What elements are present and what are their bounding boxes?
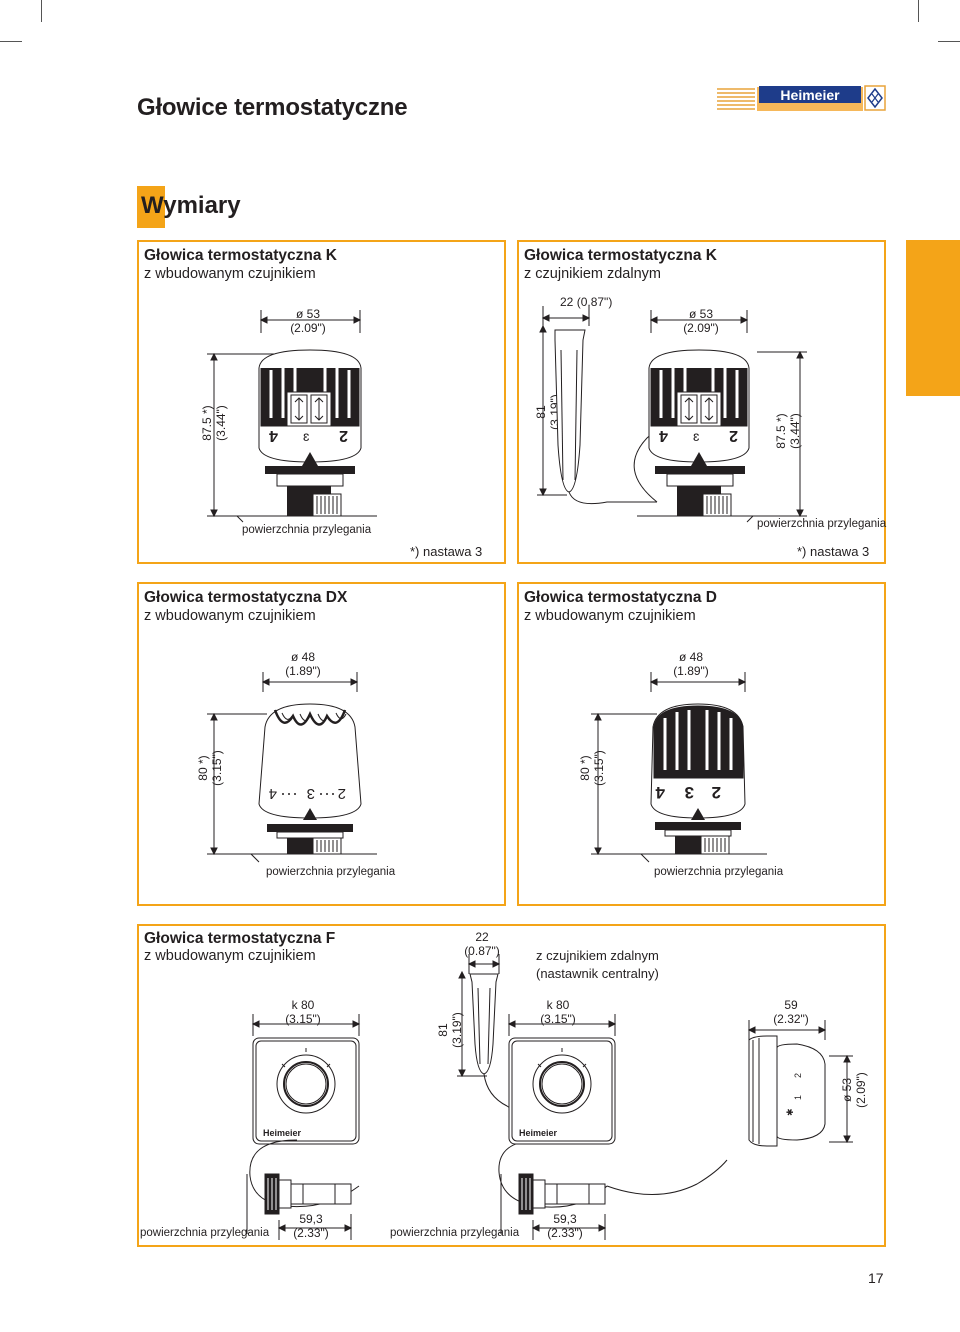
surface-label: powierzchnia przylegania bbox=[390, 1227, 520, 1239]
dim-plate-size-in: (3.15") bbox=[540, 1012, 576, 1026]
setting-note: *) nastawa 3 bbox=[797, 544, 870, 559]
panel-f-subheading: z wbudowanym czujnikiem bbox=[144, 948, 316, 964]
surface-label: powierzchnia przylegania bbox=[242, 524, 372, 536]
dim-sensor-width-in: (0.87") bbox=[464, 944, 500, 958]
dim-diameter-mm: ø 53 bbox=[295, 307, 320, 321]
dim-plate-size-mm: k 80 bbox=[291, 998, 315, 1012]
thermostat-k-remote-drawing: 4 2 ɛ bbox=[537, 306, 807, 523]
panel-dx-subheading: z wbudowanym czujnikiem bbox=[144, 608, 316, 624]
svg-text:Heimeier: Heimeier bbox=[780, 87, 840, 103]
dim-side-width-mm: 59 bbox=[784, 998, 798, 1012]
dim-side-width: 59 (2.32") bbox=[766, 998, 816, 1026]
panel-k-remote bbox=[517, 240, 886, 564]
dim-side-width-in: (2.32") bbox=[773, 1012, 809, 1026]
dim-sensor-width-mm: 22 bbox=[560, 295, 574, 309]
dim-plate-size-in: (3.15") bbox=[285, 1012, 321, 1026]
dim-diameter-in: (2.09") bbox=[290, 321, 326, 335]
panel-f-heading: Głowica termostatyczna F bbox=[144, 930, 336, 947]
heimeier-logo: Heimeier bbox=[715, 84, 886, 112]
svg-text:ɛ: ɛ bbox=[693, 428, 700, 444]
surface-label: powierzchnia przylegania bbox=[266, 866, 396, 878]
panel-d-heading: Głowica termostatyczna D bbox=[524, 589, 717, 606]
thermostat-f-drawing: Heimeier Heimeier ✱ 1 2 bbox=[246, 954, 853, 1240]
surface-label: powierzchnia przylegania bbox=[757, 518, 887, 530]
plate-logo-1: Heimeier bbox=[263, 1128, 302, 1138]
svg-text:1: 1 bbox=[793, 1095, 803, 1100]
svg-text:2: 2 bbox=[338, 785, 346, 802]
dim-plate-size: k 80 (3.15") bbox=[280, 998, 326, 1026]
panel-k-heading: Głowica termostatyczna K bbox=[144, 247, 337, 264]
svg-text:3: 3 bbox=[307, 785, 315, 802]
dim-mount-depth-mm: 59,3 bbox=[553, 1212, 577, 1226]
dim-diameter: ø 48 (1.89") bbox=[668, 650, 714, 678]
crop-mark bbox=[0, 41, 22, 42]
page-number: 17 bbox=[868, 1270, 884, 1286]
panel-f bbox=[137, 924, 886, 1247]
dim-diameter-mm: ø 53 bbox=[688, 307, 713, 321]
svg-text:ɛ: ɛ bbox=[303, 428, 310, 444]
surface-label: powierzchnia przylegania bbox=[654, 866, 784, 878]
side-tab bbox=[906, 240, 960, 396]
svg-text:✱: ✱ bbox=[785, 1108, 795, 1116]
crop-mark bbox=[938, 41, 960, 42]
dim-diameter-mm: ø 48 bbox=[290, 650, 315, 664]
dim-sensor-width: 22 (0.87") bbox=[560, 295, 612, 309]
plate-logo-2: Heimeier bbox=[519, 1128, 558, 1138]
remote-note-line2: (nastawnik centralny) bbox=[536, 966, 659, 981]
panel-dx-heading: Głowica termostatyczna DX bbox=[144, 589, 348, 606]
thermostat-dx-drawing: 4 3 2 bbox=[207, 672, 377, 863]
svg-text:3: 3 bbox=[685, 783, 694, 802]
dim-plate-size: k 80 (3.15") bbox=[535, 998, 581, 1026]
dim-mount-depth: 59,3 (2.33") bbox=[542, 1212, 588, 1240]
svg-text:2: 2 bbox=[712, 783, 721, 802]
dim-plate-size-mm: k 80 bbox=[546, 998, 570, 1012]
dim-mount-depth: 59,3 (2.33") bbox=[288, 1212, 334, 1240]
section-accent bbox=[137, 186, 165, 228]
dim-mount-depth-mm: 59,3 bbox=[299, 1212, 323, 1226]
panel-d-subheading: z wbudowanym czujnikiem bbox=[524, 608, 696, 624]
dim-diameter-in: (1.89") bbox=[285, 664, 321, 678]
svg-text:2: 2 bbox=[339, 427, 348, 444]
crop-mark bbox=[918, 0, 919, 22]
svg-text:2: 2 bbox=[729, 427, 738, 444]
dim-diameter: ø 53 (2.09") bbox=[285, 307, 331, 335]
dim-diameter: ø 53 (2.09") bbox=[678, 307, 724, 335]
dim-sensor-width-in: (0.87") bbox=[576, 295, 613, 309]
remote-note-line1: z czujnikiem zdalnym bbox=[536, 948, 659, 963]
surface-label: powierzchnia przylegania bbox=[140, 1227, 270, 1239]
panel-dx bbox=[137, 582, 506, 906]
page-title: Głowice termostatyczne bbox=[137, 94, 408, 121]
panel-d bbox=[517, 582, 886, 906]
dim-mount-depth-in: (2.33") bbox=[293, 1226, 329, 1240]
thermostat-d-drawing: 4 3 2 bbox=[591, 672, 767, 863]
dim-diameter-in: (1.89") bbox=[673, 664, 709, 678]
dim-sensor-width-mm: 22 bbox=[475, 930, 489, 944]
dim-diameter-in: (2.09") bbox=[683, 321, 719, 335]
panel-k-subheading: z wbudowanym czujnikiem bbox=[144, 266, 316, 282]
dim-diameter-mm: ø 48 bbox=[678, 650, 703, 664]
svg-text:4: 4 bbox=[659, 427, 668, 444]
setting-note: *) nastawa 3 bbox=[410, 544, 483, 559]
panel-k-remote-subheading: z czujnikiem zdalnym bbox=[524, 266, 661, 282]
svg-text:4: 4 bbox=[655, 783, 665, 802]
dim-diameter: ø 48 (1.89") bbox=[280, 650, 326, 678]
thermostat-k-drawing: 4 2 ɛ bbox=[207, 310, 377, 523]
svg-text:2: 2 bbox=[793, 1073, 803, 1078]
svg-text:4: 4 bbox=[269, 427, 278, 444]
panel-k-remote-heading: Głowica termostatyczna K bbox=[524, 247, 717, 264]
section-title: Wymiary bbox=[141, 192, 241, 219]
dim-mount-depth-in: (2.33") bbox=[547, 1226, 583, 1240]
svg-text:4: 4 bbox=[269, 785, 277, 802]
panel-k bbox=[137, 240, 506, 564]
crop-mark bbox=[41, 0, 42, 22]
dim-sensor-width: 22 (0.87") bbox=[462, 930, 502, 958]
